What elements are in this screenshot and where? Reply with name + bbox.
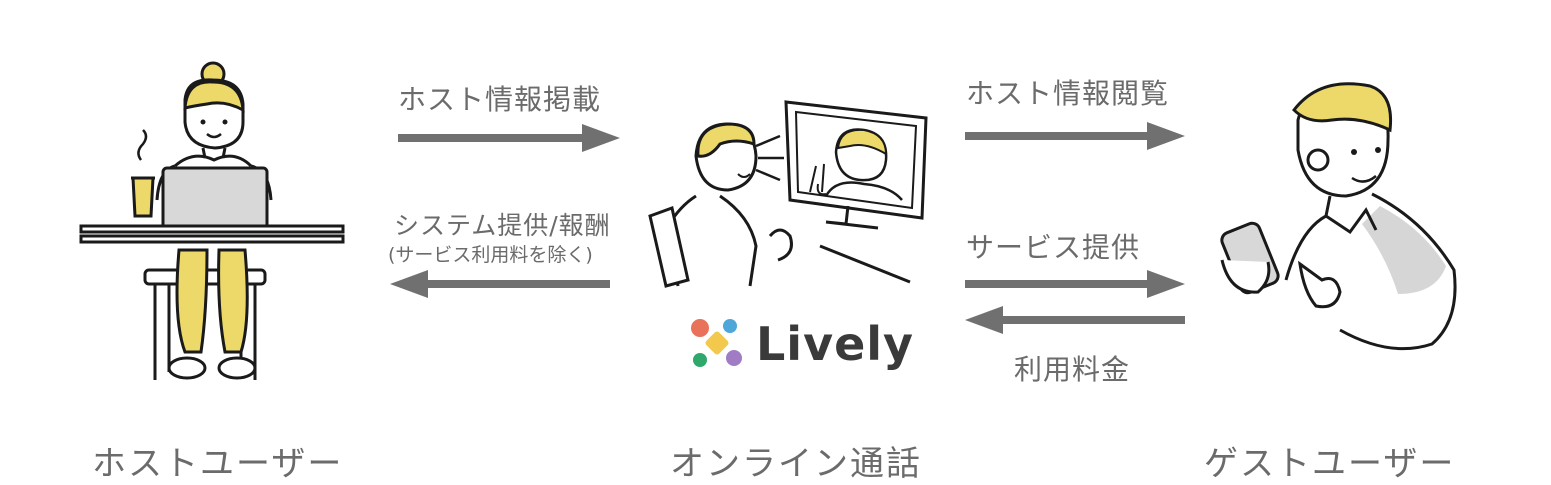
- label-host-info-post: ホスト情報掲載: [398, 83, 602, 116]
- lively-logo-mark: [691, 319, 742, 367]
- lively-logo: Lively: [688, 316, 914, 372]
- role-guest-user: ゲストユーザー: [1204, 444, 1456, 484]
- arrow-platform-to-guest-service: [965, 270, 1185, 298]
- lively-logo-text: Lively: [756, 317, 915, 371]
- arrow-host-to-platform: [398, 124, 620, 152]
- arrow-platform-to-guest-info: [965, 122, 1185, 150]
- role-host-user: ホストユーザー: [92, 444, 344, 484]
- label-excluding-fee: (サービス利用料を除く): [388, 244, 593, 266]
- label-host-info-view: ホスト情報閲覧: [966, 77, 1170, 110]
- host-user-illustration: [75, 60, 355, 400]
- role-online-call: オンライン通話: [670, 444, 922, 484]
- online-call-illustration: [640, 96, 930, 296]
- label-usage-fee: 利用料金: [1014, 353, 1131, 386]
- guest-user-illustration: [1210, 80, 1460, 360]
- arrow-platform-to-host: [390, 270, 610, 298]
- arrow-guest-to-platform: [965, 306, 1185, 334]
- label-service-provision: サービス提供: [966, 231, 1141, 264]
- label-system-reward: システム提供/報酬: [394, 211, 611, 240]
